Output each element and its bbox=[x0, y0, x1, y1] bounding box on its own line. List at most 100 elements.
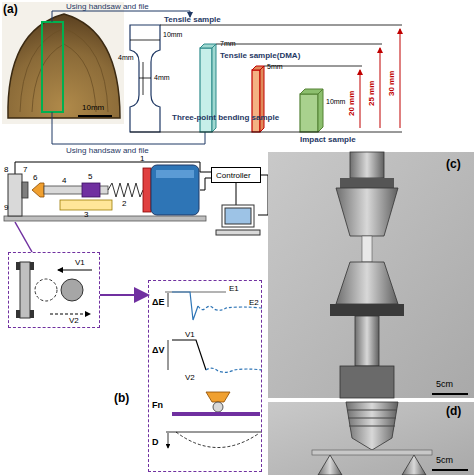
impact-detail bbox=[30, 310, 34, 318]
wire bbox=[200, 178, 211, 190]
controller-box: Controller bbox=[211, 167, 261, 183]
node-text: ΔV bbox=[152, 346, 164, 355]
velocity-curve bbox=[168, 340, 262, 372]
computer-icon bbox=[225, 208, 251, 224]
deflection-sketch bbox=[168, 433, 169, 448]
dimension-text: 4mm bbox=[154, 74, 170, 81]
bending-photo bbox=[346, 402, 398, 450]
sample-name: Three-point bending sample bbox=[172, 114, 279, 122]
scale-bar bbox=[78, 115, 112, 117]
scale-label: 10mm bbox=[82, 104, 104, 112]
dimension-text: 20 mm bbox=[348, 91, 356, 116]
force-sketch bbox=[172, 412, 260, 416]
dimension-text: 10mm bbox=[163, 31, 182, 38]
dimension-line bbox=[139, 78, 151, 79]
impact-detail bbox=[35, 279, 57, 301]
impact-detail bbox=[16, 262, 92, 318]
node-text: V2 bbox=[185, 374, 195, 382]
sample-name: Impact sample bbox=[300, 136, 356, 144]
inset-box: ΔEE1E2ΔVV1V2FnD bbox=[148, 280, 262, 472]
panel-label: (a) bbox=[3, 3, 18, 15]
node-text: V1 bbox=[75, 259, 85, 267]
dimension-line bbox=[160, 25, 402, 26]
computer-icon bbox=[216, 230, 260, 235]
tensile-photo bbox=[268, 152, 474, 398]
computer-icon bbox=[222, 205, 254, 227]
bending-photo bbox=[348, 418, 396, 419]
velocity-curve bbox=[168, 340, 169, 370]
zoom-arrow bbox=[100, 294, 148, 296]
tensile-photo bbox=[355, 316, 379, 366]
tensile-photo bbox=[330, 304, 404, 316]
leader-line bbox=[52, 11, 205, 144]
bending-photo bbox=[432, 469, 468, 471]
test-rig bbox=[8, 174, 22, 216]
impact-detail bbox=[16, 262, 20, 270]
dimension-arrow bbox=[360, 70, 361, 128]
bending-photo bbox=[318, 455, 342, 475]
process-note: Using handsaw and file bbox=[66, 147, 149, 155]
node-text: V2 bbox=[69, 317, 79, 325]
callout-number: 5 bbox=[88, 173, 92, 181]
impact-detail bbox=[50, 314, 90, 315]
callout-number: 8 bbox=[4, 166, 8, 174]
callout-number: 1 bbox=[140, 155, 144, 163]
impact-sample bbox=[300, 89, 323, 132]
tensile-photo bbox=[336, 262, 398, 304]
dimension-line bbox=[143, 62, 144, 95]
callout-number: 9 bbox=[4, 204, 8, 212]
deflection-sketch bbox=[176, 432, 258, 448]
scale-label: 5cm bbox=[436, 380, 453, 389]
sample-name: Tensile sample(DMA) bbox=[220, 52, 300, 60]
test-rig bbox=[32, 183, 44, 197]
tensile-photo bbox=[340, 178, 394, 188]
bending-photo bbox=[349, 426, 395, 427]
node-text: D bbox=[152, 438, 159, 447]
dimension-line bbox=[130, 40, 160, 41]
velocity-curve bbox=[206, 368, 262, 372]
zoom-leader bbox=[15, 222, 32, 252]
panel-label: (b) bbox=[114, 392, 129, 404]
tensile-photo bbox=[268, 152, 474, 398]
node-text: V1 bbox=[185, 331, 195, 339]
force-sketch bbox=[206, 392, 230, 402]
dimension-line bbox=[130, 25, 402, 132]
tensile-photo bbox=[362, 236, 372, 262]
force-sketch bbox=[213, 402, 223, 412]
callout-number: 3 bbox=[84, 211, 88, 219]
impact-sample bbox=[300, 94, 318, 132]
dimension-text: 7mm bbox=[220, 40, 236, 47]
velocity-curve bbox=[172, 340, 206, 370]
tensile-photo bbox=[432, 393, 468, 395]
force-sketch bbox=[172, 392, 260, 416]
callout-number: 4 bbox=[62, 177, 66, 185]
dimension-text: 25 mm bbox=[368, 81, 376, 106]
test-rig bbox=[82, 183, 100, 197]
dimension-text: 10mm bbox=[326, 98, 345, 105]
node-text: E1 bbox=[229, 285, 239, 293]
energy-curve bbox=[165, 292, 262, 320]
energy-curve bbox=[168, 293, 169, 307]
process-note: Using handsaw and file bbox=[66, 3, 149, 11]
tensile-photo bbox=[340, 366, 394, 398]
impact-detail bbox=[30, 262, 34, 270]
test-rig bbox=[151, 165, 199, 215]
test-rig bbox=[4, 216, 206, 221]
deflection-sketch bbox=[166, 432, 262, 433]
test-rig bbox=[60, 200, 112, 210]
computer-icon bbox=[216, 205, 260, 235]
dimension-line bbox=[130, 132, 402, 133]
node-text: E2 bbox=[249, 299, 259, 307]
scale-label: 5cm bbox=[436, 456, 453, 465]
bending-sample bbox=[252, 66, 264, 132]
node-text: ΔE bbox=[152, 298, 164, 307]
test-rig bbox=[156, 170, 194, 178]
energy-curve bbox=[172, 292, 198, 320]
deflection-sketch bbox=[166, 432, 262, 448]
callout-number: 2 bbox=[122, 200, 126, 208]
impact-detail bbox=[58, 270, 92, 271]
dimension-arrow bbox=[360, 29, 400, 128]
impact-detail bbox=[16, 310, 20, 318]
